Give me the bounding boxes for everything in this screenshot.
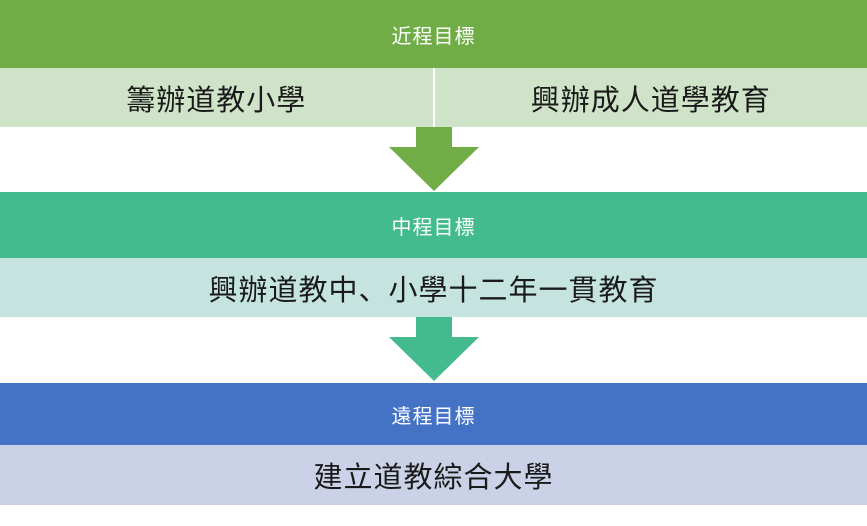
down-arrow-icon bbox=[389, 127, 479, 191]
mid-term-goals-header: 中程目標 bbox=[0, 192, 867, 258]
goal-item-twelve-year-education: 興辦道教中、小學十二年一貫教育 bbox=[0, 258, 867, 317]
mid-term-goals-items: 興辦道教中、小學十二年一貫教育 bbox=[0, 258, 867, 317]
near-term-goals-items: 籌辦道教小學 興辦成人道學教育 bbox=[0, 68, 867, 127]
goal-item-primary-school: 籌辦道教小學 bbox=[0, 68, 433, 127]
goal-item-adult-education: 興辦成人道學教育 bbox=[432, 68, 867, 127]
down-arrow-icon bbox=[389, 317, 479, 381]
long-term-goals-items: 建立道教綜合大學 bbox=[0, 445, 867, 505]
goal-item-university: 建立道教綜合大學 bbox=[0, 445, 867, 505]
near-term-goals-header: 近程目標 bbox=[0, 0, 867, 68]
near-term-goals-title: 近程目標 bbox=[391, 23, 476, 48]
long-term-goals-header: 遠程目標 bbox=[0, 383, 867, 445]
long-term-goals-title: 遠程目標 bbox=[391, 403, 476, 428]
mid-term-goals-title: 中程目標 bbox=[391, 214, 476, 239]
